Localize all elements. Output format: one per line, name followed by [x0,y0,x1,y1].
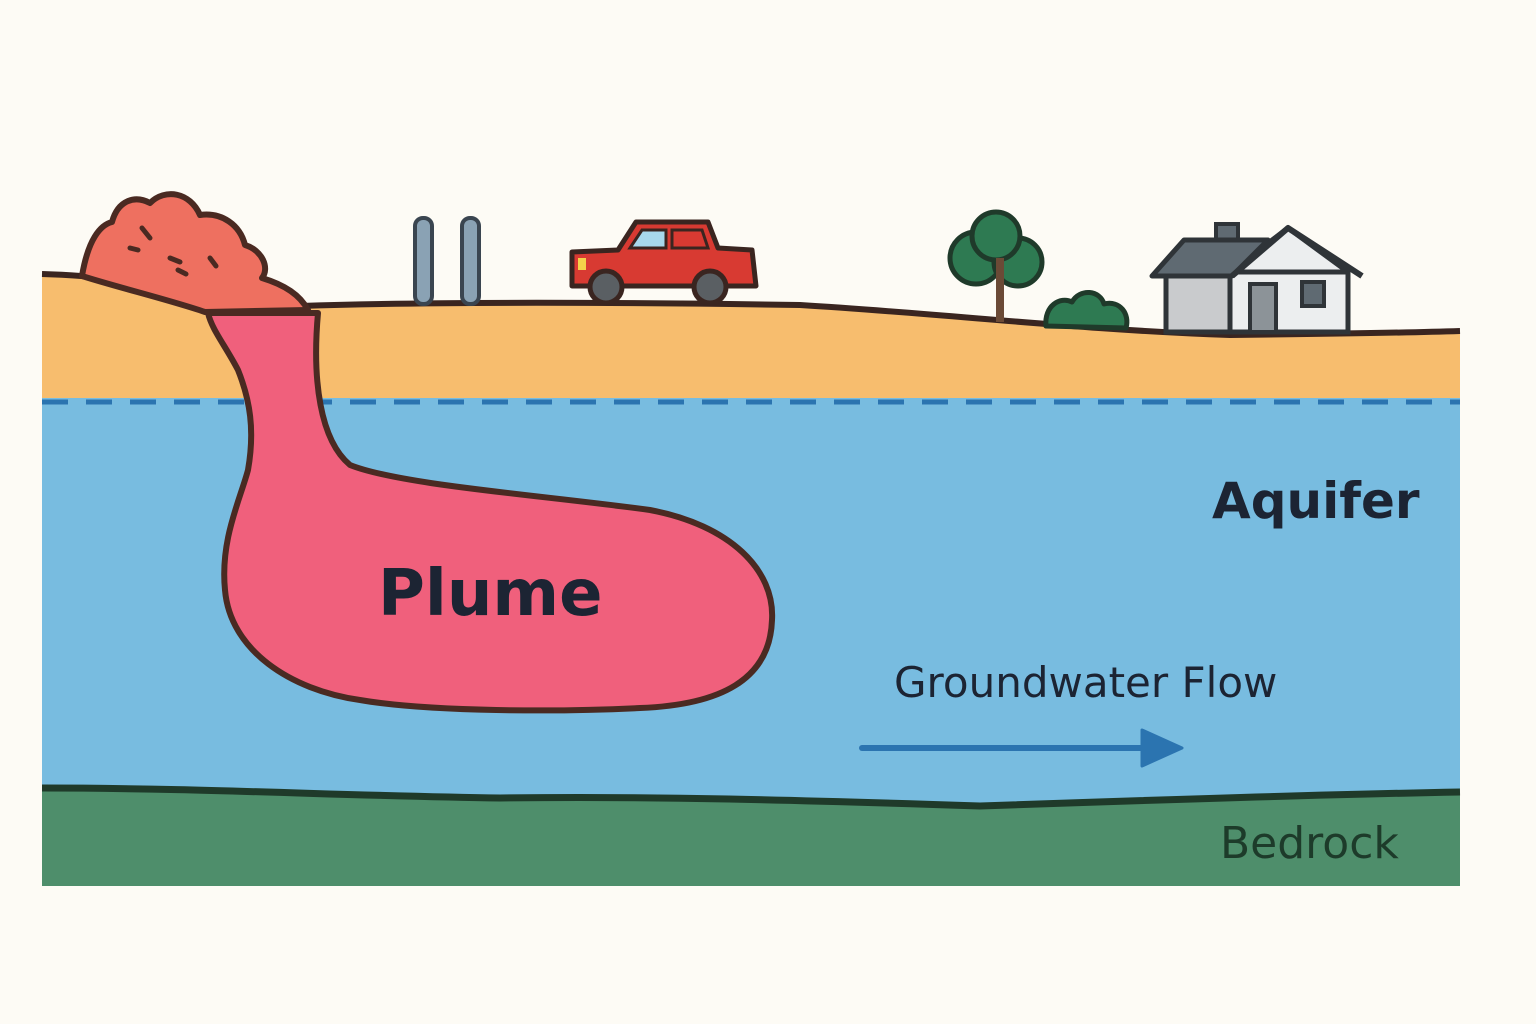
waste-pile-icon [79,191,311,315]
bedrock-label: Bedrock [1220,818,1399,869]
tree-icon [947,209,1045,322]
monitoring-well-icon [413,216,481,306]
contaminant-plume [205,310,776,714]
aquifer-label: Aquifer [1212,472,1420,530]
bedrock-boundary-line [41,784,1461,810]
groundwater-flow-label: Groundwater Flow [894,658,1277,707]
house-icon [1149,222,1364,335]
car-icon [569,219,759,306]
plume-label: Plume [378,557,603,631]
flow-arrow-icon [859,728,1184,768]
bush-icon [1043,290,1130,331]
